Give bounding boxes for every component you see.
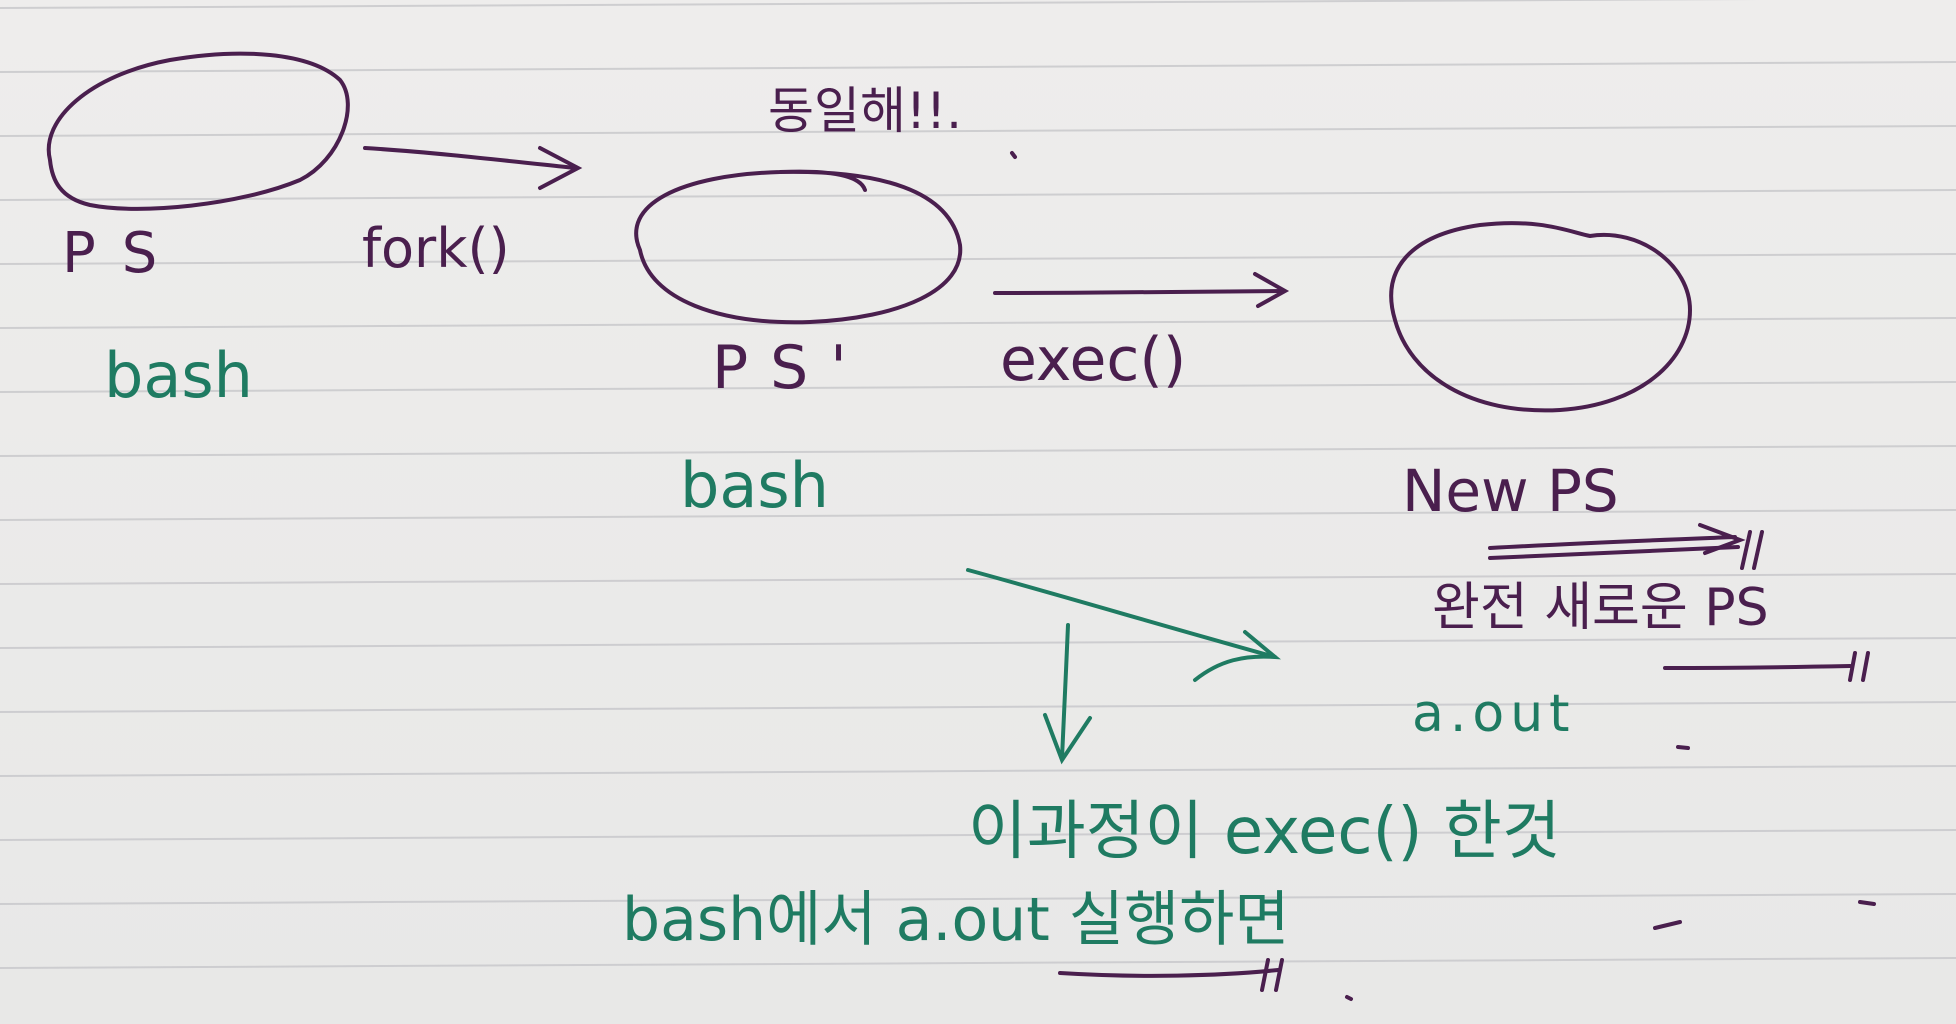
new-ps-blob bbox=[1389, 221, 1693, 413]
ps-label: PS bbox=[62, 221, 184, 286]
new-ps-note: 완전 새로운 PS bbox=[1432, 578, 1769, 638]
explanation-line-1: 이과정이 exec() 한것 bbox=[968, 795, 1561, 869]
explanation-line-2: bash에서 a.out 실행하면 bbox=[622, 885, 1290, 955]
ps-prime-note: 동일해!!. bbox=[768, 82, 962, 140]
green-arrows bbox=[966, 568, 1282, 765]
fork-label: fork() bbox=[362, 217, 510, 280]
new-ps-sublabel: a.out bbox=[1412, 684, 1576, 744]
down-arrow bbox=[1060, 623, 1070, 760]
exec-label: exec() bbox=[1000, 325, 1187, 395]
ps-blob bbox=[46, 51, 350, 211]
fork-arrow bbox=[363, 146, 583, 190]
emphasis-underlines bbox=[1010, 151, 1876, 1001]
ps-prime-label: PS' bbox=[712, 333, 869, 403]
diagonal-arrow bbox=[966, 568, 1277, 659]
ruled-lines bbox=[0, 0, 1956, 969]
ps-prime-blob bbox=[634, 169, 963, 325]
new-ps-label: New PS bbox=[1402, 457, 1619, 525]
ps-sublabel: bash bbox=[104, 339, 253, 412]
ps-prime-sublabel: bash bbox=[680, 449, 829, 522]
exec-arrow bbox=[993, 272, 1290, 308]
